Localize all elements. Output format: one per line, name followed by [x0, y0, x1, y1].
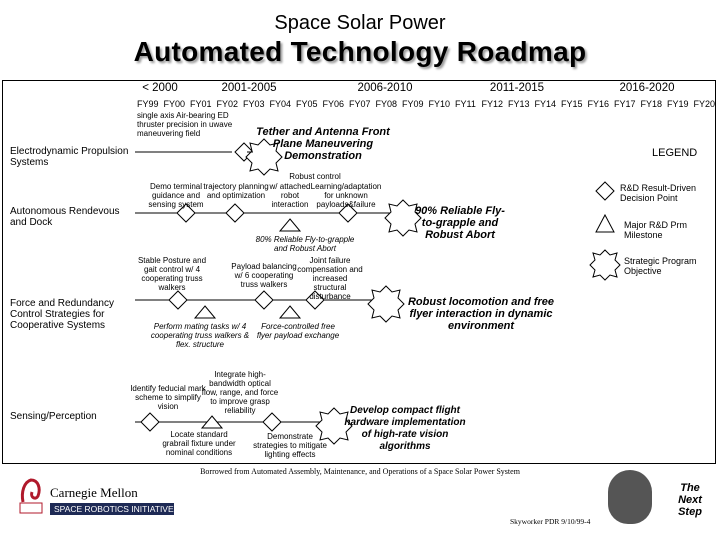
roadmap-frame	[2, 80, 716, 464]
decision-point-diamond	[305, 290, 325, 310]
decision-point-diamond	[168, 290, 188, 310]
fiscal-year-label: FY13	[508, 99, 530, 109]
decision-point-diamond	[254, 290, 274, 310]
document-signature: Skyworker PDR 9/10/99-4	[510, 517, 591, 526]
fiscal-year-label: FY07	[349, 99, 371, 109]
legend-title: LEGEND	[652, 147, 698, 159]
milestone-force-controlled: Force-controlled free flyer payload exch…	[256, 322, 340, 340]
next-step-label: The Next Step	[678, 482, 702, 518]
item-demonstrate-lighting: Demonstrate strategies to mitigate light…	[253, 432, 327, 459]
fiscal-year-label: FY12	[481, 99, 504, 109]
legend-triangle-icon	[595, 213, 615, 233]
decision-point-diamond	[262, 412, 282, 432]
decision-point-diamond	[176, 203, 196, 223]
fiscal-year-label: FY05	[296, 99, 318, 109]
fiscal-year-label: FY00	[163, 99, 186, 109]
legend-objective-icon	[589, 249, 621, 281]
goal-locomotion: Robust locomotion and free flyer interac…	[407, 296, 555, 332]
supertitle: Space Solar Power	[274, 12, 446, 34]
item-joint-failure: Joint failure compensation and increased…	[297, 256, 363, 301]
goal-sensing: Develop compact flight hardware implemen…	[344, 405, 466, 452]
item-learning: Learning/adaptation for unknown payloads…	[310, 182, 382, 209]
fiscal-year-label: FY01	[190, 99, 212, 109]
era-2001-2005: 2001-2005	[221, 82, 277, 94]
item-single-axis: single axis Air-bearing ED thruster prec…	[137, 111, 233, 138]
fiscal-year-label: FY09	[402, 99, 424, 109]
strategic-objective-marker	[315, 407, 353, 445]
university-name: Carnegie Mellon	[50, 485, 138, 500]
fiscal-year-label: FY03	[243, 99, 265, 109]
row-label-electrodynamic: Electrodynamic Propulsion Systems	[10, 146, 129, 168]
page-title: Automated Technology Roadmap	[133, 36, 587, 67]
decision-point-diamond	[225, 203, 245, 223]
item-trajectory-planning: trajectory planning and optimization	[203, 182, 269, 200]
milestone-mating-tasks: Perform mating tasks w/ 4 cooperating tr…	[150, 322, 250, 349]
legend-diamond-icon	[595, 181, 615, 201]
item-stable-posture: Stable Posture and gait control w/ 4 coo…	[137, 256, 207, 292]
row-label-force-redundancy: Force and Redundancy Control Strategies …	[10, 298, 114, 331]
item-attached-robot: w/ attached robot interaction	[269, 182, 311, 209]
item-demo-terminal: Demo terminal guidance and sensing syste…	[148, 182, 204, 209]
item-locate-grabrail: Locate standard grabrail fixture under n…	[162, 430, 236, 457]
milestone-triangle	[278, 218, 302, 232]
fiscal-year-label: FY08	[375, 99, 398, 109]
row-label-rendezvous: Autonomous Rendevous and Dock	[10, 206, 120, 228]
fiscal-year-label: FY10	[428, 99, 451, 109]
initiative-banner: SPACE ROBOTICS INITIATIVE	[50, 503, 174, 515]
decision-point-diamond	[338, 203, 358, 223]
item-integrate-bandwidth: Integrate high-bandwidth optical flow, r…	[201, 370, 279, 415]
fiscal-year-label: FY17	[614, 99, 636, 109]
item-payload-balancing: Payload balancing w/ 6 cooperating truss…	[231, 262, 297, 289]
fiscal-year-label: FY04	[269, 99, 292, 109]
milestone-reliable-80: 80% Reliable Fly-to-grapple and Robust A…	[255, 235, 355, 253]
fiscal-year-label: FY06	[322, 99, 345, 109]
era-2016-2020: 2016-2020	[619, 82, 675, 94]
fiscal-year-label: FY99	[137, 99, 159, 109]
robotics-institute-logo-icon	[19, 478, 43, 514]
goal-reliable-90: 90% Reliable Fly-to-grapple and Robust A…	[415, 205, 505, 241]
strategic-objective-marker	[245, 138, 283, 176]
fiscal-year-label: FY14	[534, 99, 557, 109]
legend-objective-label: Strategic Program Objective	[624, 256, 697, 276]
source-note: Borrowed from Automated Assembly, Mainte…	[200, 467, 520, 476]
legend-decision-label: R&D Result-Driven Decision Point	[620, 183, 697, 203]
milestone-triangle	[200, 415, 224, 429]
item-robust-control: Robust control	[289, 172, 341, 181]
strategic-objective-marker	[367, 285, 405, 323]
item-fiducial: Identify feducial mark scheme to simplif…	[130, 384, 206, 411]
legend-milestone-label: Major R&D Prm Milestone	[624, 220, 688, 240]
fiscal-year-label: FY15	[561, 99, 583, 109]
robot-photo	[608, 470, 652, 524]
milestone-triangle	[193, 305, 217, 319]
fiscal-year-label: FY02	[216, 99, 239, 109]
era-2011-2015: 2011-2015	[489, 82, 545, 94]
era-pre-2000: < 2000	[142, 82, 178, 94]
fiscal-year-label: FY16	[587, 99, 610, 109]
era-2006-2010: 2006-2010	[357, 82, 413, 94]
fiscal-year-label: FY18	[640, 99, 663, 109]
milestone-triangle	[278, 305, 302, 319]
decision-point-diamond	[140, 412, 160, 432]
goal-tether: Tether and Antenna Front Plane Maneuveri…	[256, 126, 390, 162]
fiscal-year-label: FY20	[693, 99, 716, 109]
row-label-sensing: Sensing/Perception	[10, 411, 97, 422]
fiscal-year-label: FY19	[667, 99, 689, 109]
strategic-objective-marker	[384, 199, 422, 237]
fiscal-year-label: FY11	[455, 99, 476, 109]
